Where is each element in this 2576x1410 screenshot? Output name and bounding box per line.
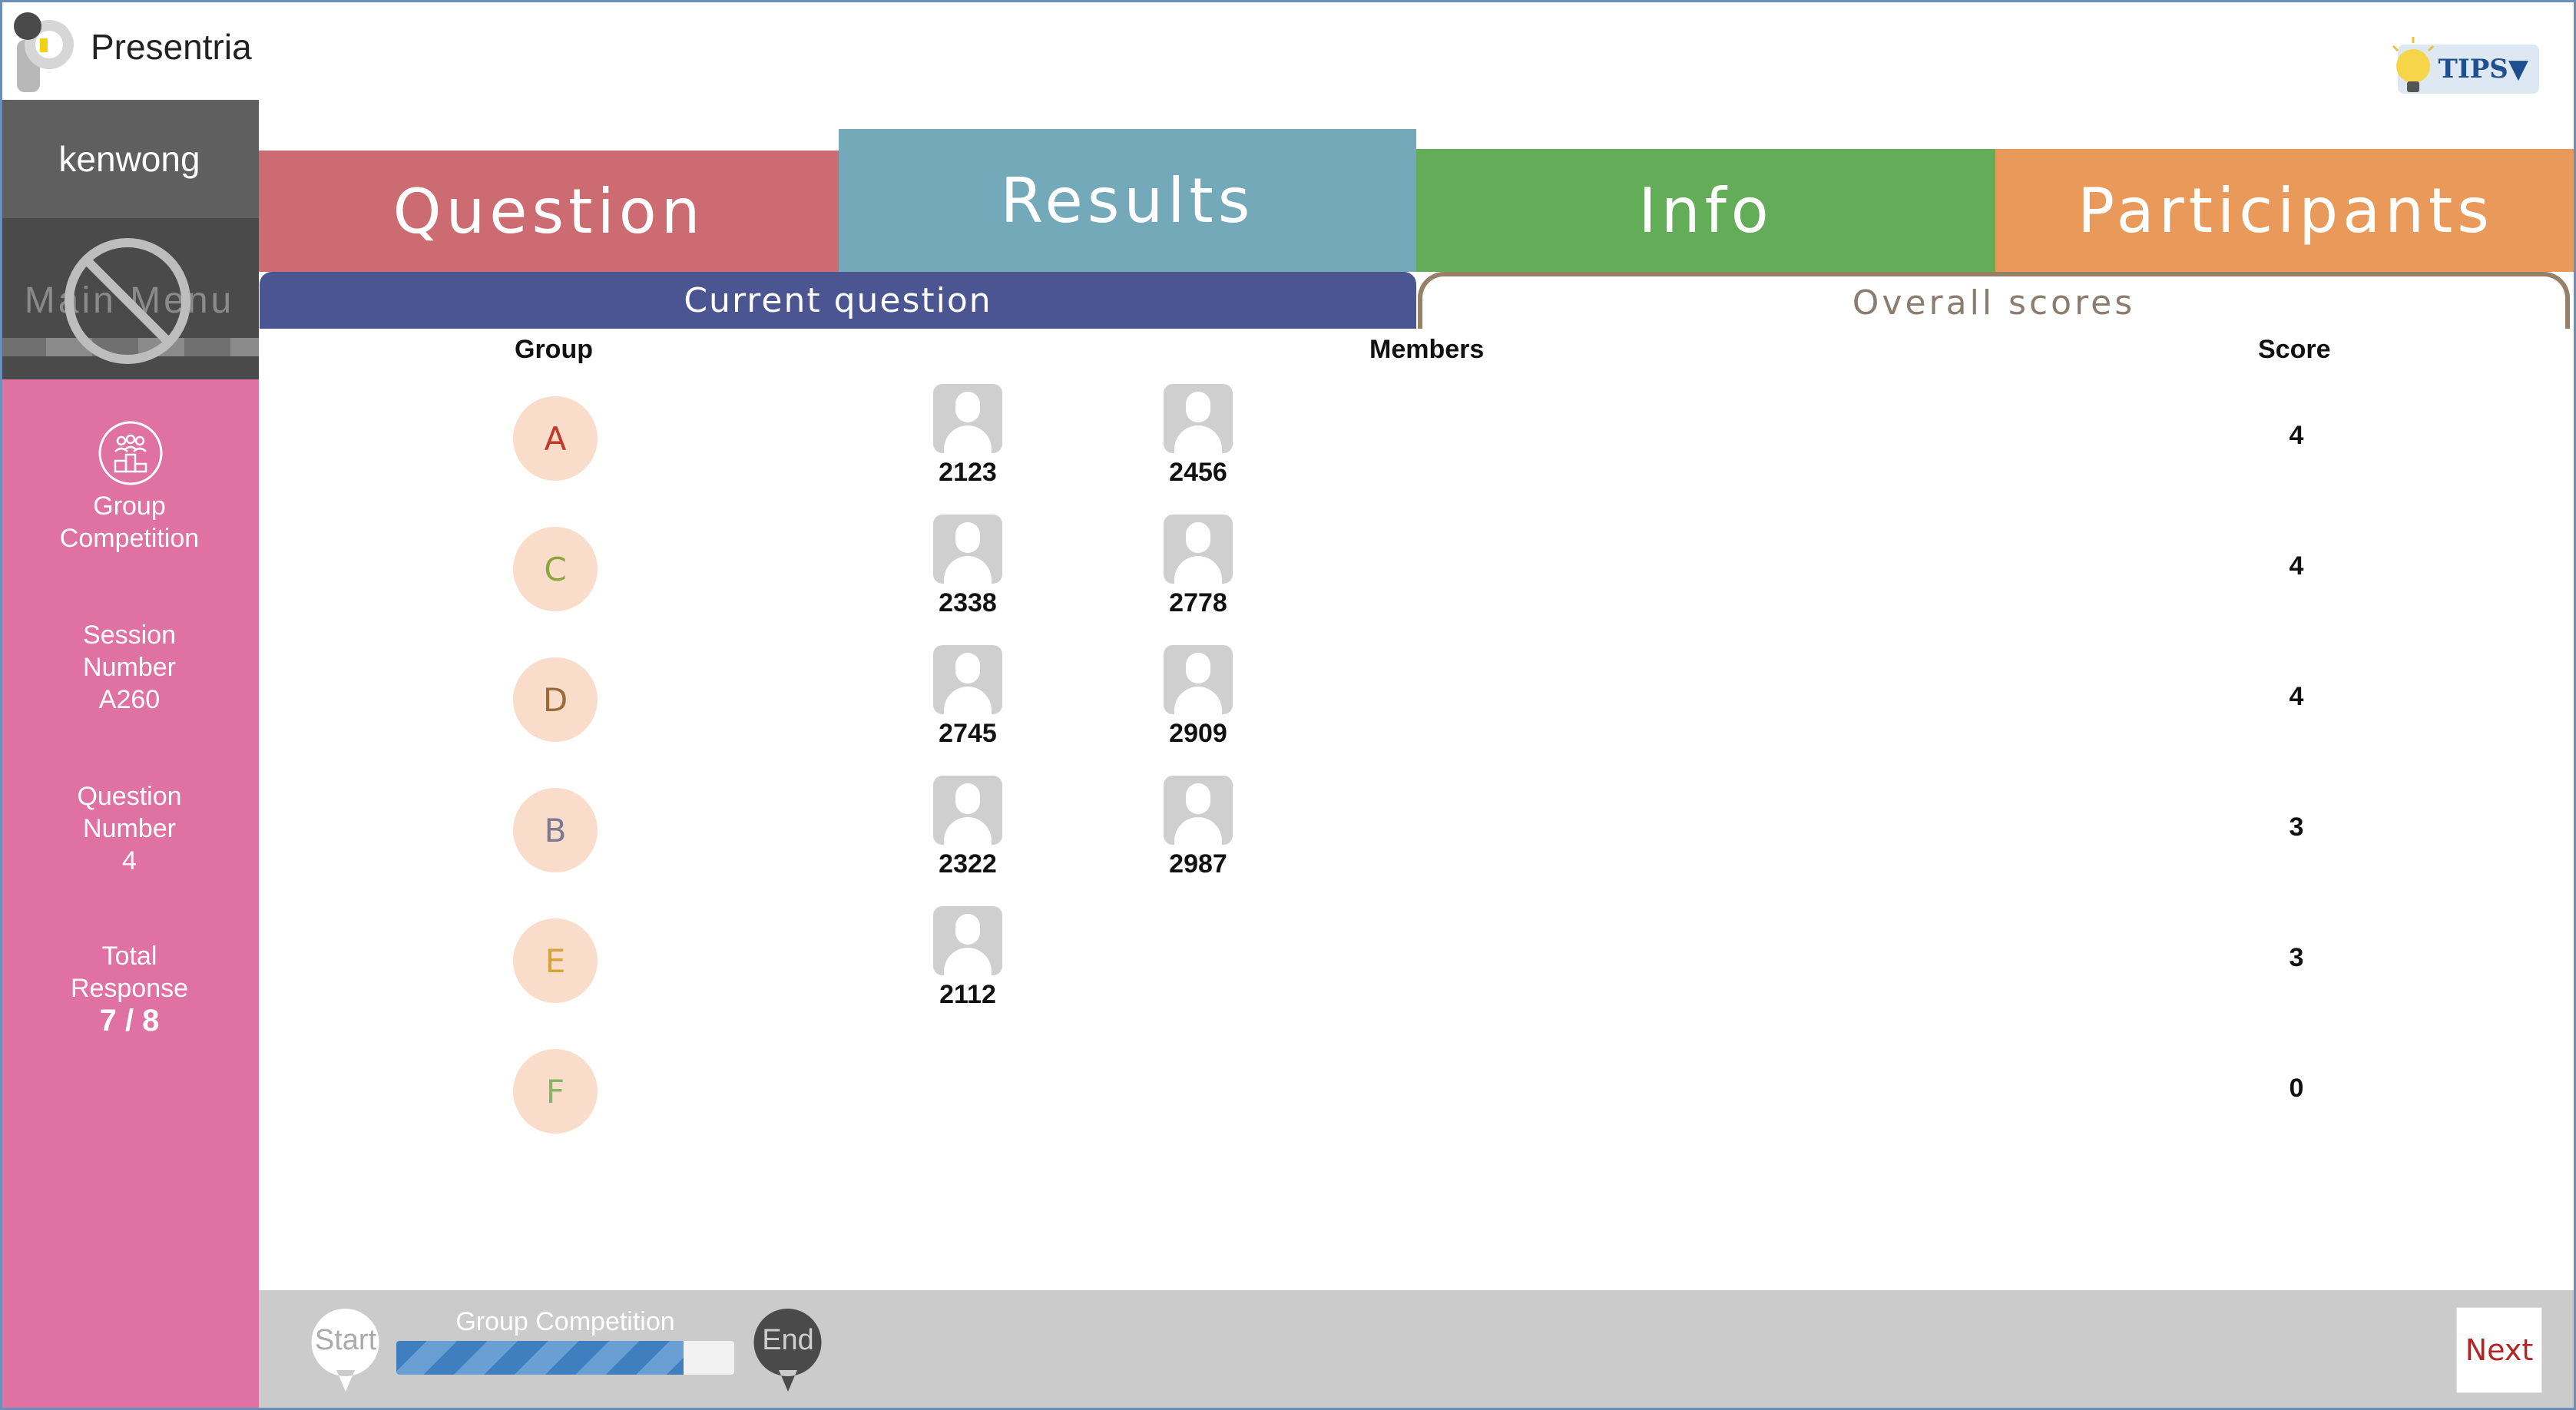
group-badge: E <box>513 918 598 1003</box>
end-label: End <box>762 1324 814 1356</box>
avatar-icon <box>933 384 1002 453</box>
group-badge: A <box>513 396 598 481</box>
main-menu-stripe <box>0 338 259 356</box>
member-id: 2987 <box>1169 849 1227 879</box>
app-header <box>0 0 2576 100</box>
member-id: 2456 <box>1169 458 1227 487</box>
mode-label-line1: Group <box>93 492 166 521</box>
user-box: kenwong <box>0 100 259 218</box>
group-score: 3 <box>2289 943 2304 972</box>
progress-label: Group Competition <box>455 1307 675 1336</box>
app-title: Presentria <box>91 27 252 67</box>
total-label-line2: Response <box>70 974 189 1003</box>
member-id: 2123 <box>939 458 997 487</box>
avatar-icon <box>1164 776 1233 845</box>
end-pin-icon <box>753 1309 822 1392</box>
total-response: Total Response 7 / 8 <box>0 940 259 1037</box>
subtab-overall-scores[interactable]: Overall scores <box>1418 272 2570 329</box>
member-id: 2338 <box>939 588 997 617</box>
session-info-panel <box>0 379 259 1410</box>
session-number: Session Number A260 <box>0 619 259 716</box>
group-badge: C <box>513 527 598 611</box>
avatar-icon <box>1164 515 1233 584</box>
subtab-current-question[interactable]: Current question <box>260 272 1416 329</box>
member-id: 2322 <box>939 849 997 879</box>
avatar-icon <box>933 515 1002 584</box>
group-badge: D <box>513 657 598 742</box>
lightbulb-icon <box>2392 37 2435 92</box>
member-item: 2112 <box>922 906 1014 1010</box>
session-value: A260 <box>98 685 161 714</box>
tips-label: TIPS▼ <box>2438 54 2528 84</box>
member-item: 2745 <box>922 645 1014 749</box>
group-score: 0 <box>2289 1074 2304 1103</box>
question-number: Question Number 4 <box>0 780 259 877</box>
member-id: 2778 <box>1169 588 1227 617</box>
column-header-group: Group <box>515 335 593 364</box>
user-name: kenwong <box>58 139 200 179</box>
group-badge: F <box>513 1049 598 1134</box>
next-button[interactable]: Next <box>2456 1307 2542 1393</box>
total-value: 7 / 8 <box>99 1004 160 1038</box>
member-item: 2987 <box>1152 776 1244 879</box>
mode-label-line2: Competition <box>59 524 200 553</box>
progress-fill <box>396 1341 684 1375</box>
member-item: 2338 <box>922 515 1014 618</box>
member-item: 2778 <box>1152 515 1244 618</box>
total-label-line1: Total <box>101 942 157 971</box>
question-value: 4 <box>122 846 137 875</box>
group-badge: B <box>513 788 598 872</box>
session-label-line1: Session <box>83 621 176 650</box>
member-item: 2909 <box>1152 645 1244 749</box>
session-label-line2: Number <box>83 653 176 682</box>
avatar-icon <box>1164 384 1233 453</box>
presentria-logo-icon <box>14 12 74 92</box>
avatar-icon <box>933 645 1002 714</box>
tab-question[interactable]: Question <box>259 151 839 272</box>
progress-bar <box>396 1341 734 1375</box>
question-label-line2: Number <box>83 814 176 843</box>
avatar-icon <box>933 776 1002 845</box>
member-id: 2112 <box>939 980 996 1009</box>
column-header-members: Members <box>1369 335 1485 364</box>
group-score: 3 <box>2289 813 2304 842</box>
mode-label: Group Competition <box>0 490 259 554</box>
member-item: 2123 <box>922 384 1014 488</box>
start-pin-icon <box>311 1309 379 1392</box>
column-header-score: Score <box>2258 335 2331 364</box>
member-item: 2456 <box>1152 384 1244 488</box>
start-label: Start <box>314 1324 377 1356</box>
tab-participants[interactable]: Participants <box>1995 149 2576 272</box>
start-marker[interactable]: Start <box>309 1306 382 1395</box>
member-id: 2909 <box>1169 719 1227 748</box>
question-label-line1: Question <box>77 782 182 811</box>
group-score: 4 <box>2289 421 2304 450</box>
member-item: 2322 <box>922 776 1014 879</box>
group-score: 4 <box>2289 682 2304 711</box>
group-competition-icon <box>98 421 163 485</box>
avatar-icon <box>1164 645 1233 714</box>
group-score: 4 <box>2289 551 2304 581</box>
tab-info[interactable]: Info <box>1416 149 1995 272</box>
member-id: 2745 <box>939 719 997 748</box>
avatar-icon <box>933 906 1002 975</box>
prohibited-icon <box>65 238 190 364</box>
end-marker[interactable]: End <box>751 1306 825 1395</box>
main-menu-button[interactable]: Main Menu <box>0 218 259 379</box>
tab-results[interactable]: Results <box>839 129 1416 272</box>
